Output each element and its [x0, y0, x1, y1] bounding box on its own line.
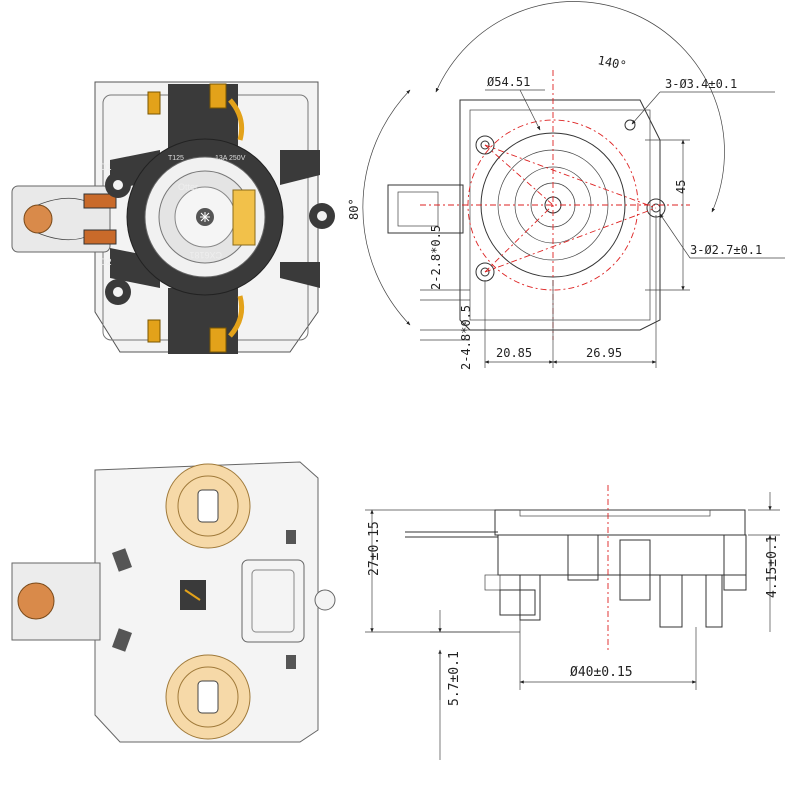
temp-mark: T125	[168, 155, 184, 162]
dim-45: 45	[674, 180, 688, 194]
dim-dia-40: Ø40±0.15	[570, 665, 633, 680]
dim-angle-80: 80°	[347, 198, 361, 220]
bottom-view-render	[11, 461, 336, 743]
model-mark: CX6181	[189, 250, 222, 260]
dim-angle-140: 140°	[597, 53, 628, 73]
label-d1: D1	[100, 162, 112, 172]
dim-slot-48: 2-4.8*0.5	[459, 305, 473, 370]
dim-26-95: 26.95	[586, 346, 622, 360]
dim-slot-28: 2-2.8*0.5	[429, 225, 443, 290]
side-view-drawing: 27±0.15 Ø40±0.15 4.15±0.1 5.7±0.1	[365, 485, 780, 760]
top-view-render: D1 D2 Otter CX6181 13A 250V T125	[11, 81, 335, 354]
dim-height-4-15: 4.15±0.1	[765, 535, 780, 598]
dim-height-27: 27±0.15	[367, 521, 382, 576]
dim-dia-54: Ø54.51	[487, 75, 530, 89]
dim-holes-27: 3-Ø2.7±0.1	[690, 243, 762, 257]
dim-height-5-7: 5.7±0.1	[447, 651, 462, 706]
rating-mark: 13A 250V	[215, 155, 246, 162]
dim-20-85: 20.85	[496, 346, 532, 360]
label-d2: D2	[100, 257, 112, 267]
dim-holes-34: 3-Ø3.4±0.1	[665, 77, 737, 91]
top-view-drawing: 140° 80° Ø54.51 3-Ø3.4±0.1 3-Ø2.7±0.1 45…	[347, 1, 785, 370]
brand-mark: Otter	[178, 182, 198, 192]
